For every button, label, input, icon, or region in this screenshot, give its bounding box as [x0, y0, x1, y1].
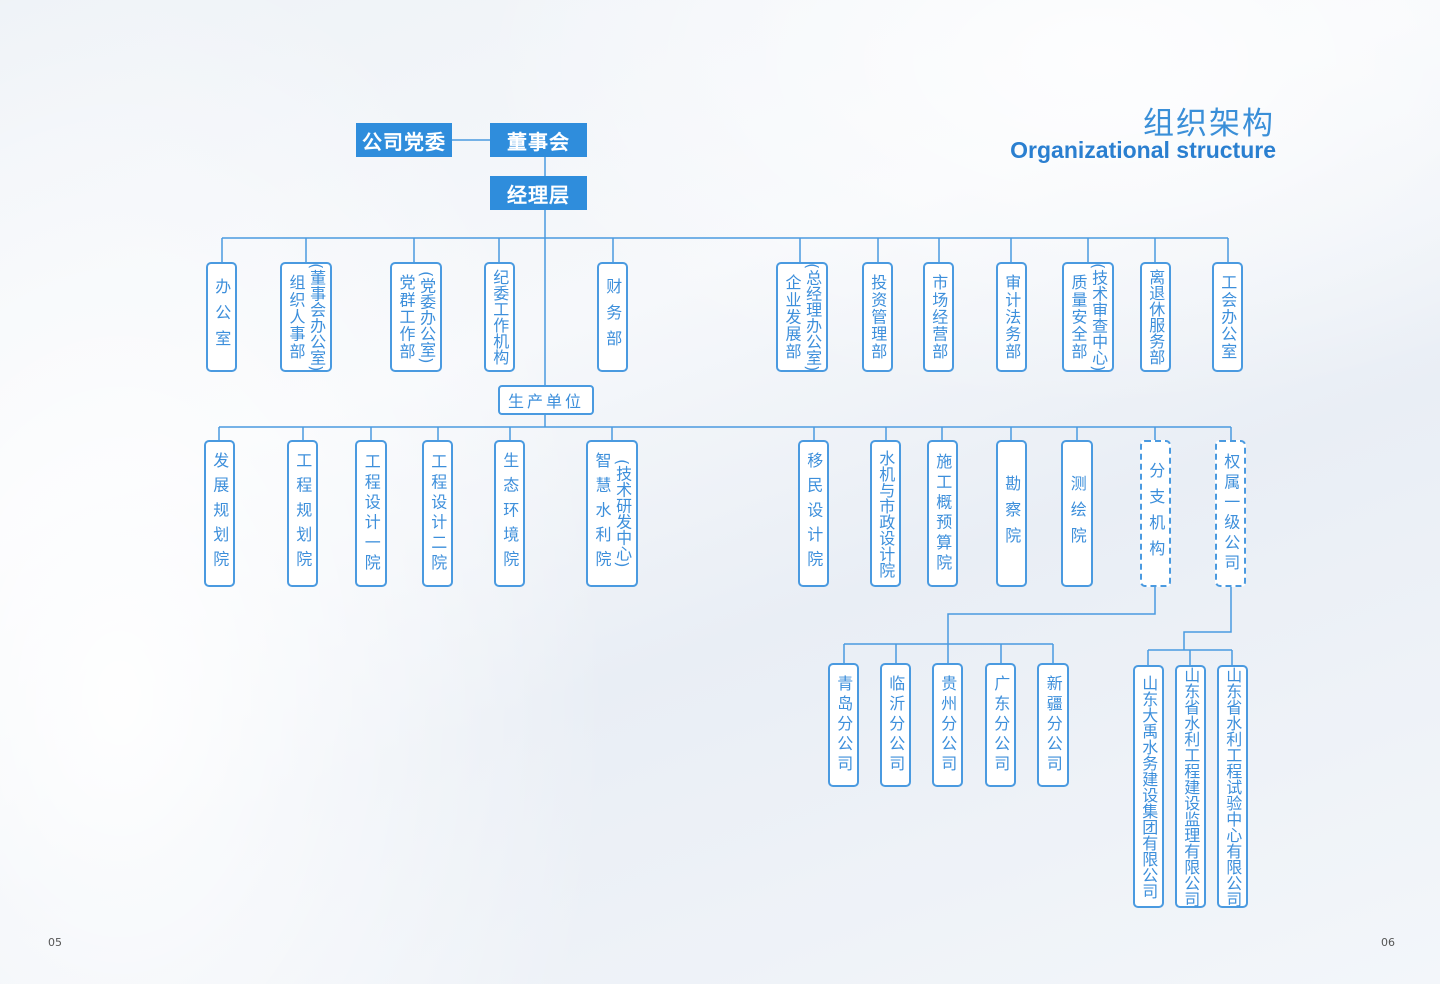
branch-name: 贵州分公司: [938, 675, 958, 775]
department-note: (总经理办公室): [803, 262, 823, 372]
department-box: 工会办公室: [1212, 262, 1243, 372]
subsidiary-box: 山东大禹水务建设集团有限公司: [1133, 665, 1164, 908]
party-committee-box: 公司党委: [356, 123, 452, 157]
subsidiary-name: 山东大禹水务建设集团有限公司: [1139, 674, 1159, 899]
department-name: 办公室: [212, 278, 232, 356]
unit-name: 测绘院: [1067, 474, 1087, 553]
management-box: 经理层: [490, 176, 587, 210]
unit-name: 工程规划院: [293, 452, 313, 575]
department-box: 组织人事部(董事会办公室): [280, 262, 332, 372]
department-box: 党群工作部(党委办公室): [390, 262, 442, 372]
subsidiary-name: 山东省水利工程建设监理有限公司: [1181, 666, 1201, 907]
page-subtitle: Organizational structure: [1010, 137, 1276, 163]
branch-box: 青岛分公司: [828, 663, 859, 787]
unit-box: 权属一级公司: [1215, 440, 1246, 587]
unit-box: 发展规划院: [204, 440, 235, 587]
unit-note: (技术研发中心): [613, 459, 633, 568]
unit-box: 施工概预算院: [927, 440, 958, 587]
unit-name: 智慧水利院: [592, 452, 612, 575]
department-name: 质量安全部: [1068, 274, 1088, 360]
unit-box: 生态环境院: [494, 440, 525, 587]
unit-name: 发展规划院: [210, 452, 230, 575]
department-name: 党群工作部: [396, 274, 416, 360]
unit-box: 智慧水利院(技术研发中心): [586, 440, 638, 587]
department-name: 组织人事部: [286, 274, 306, 360]
department-box: 质量安全部(技术审查中心): [1062, 262, 1114, 372]
subsidiary-box: 山东省水利工程试验中心有限公司: [1217, 665, 1248, 908]
branch-name: 青岛分公司: [834, 675, 854, 775]
unit-name: 生态环境院: [500, 452, 520, 575]
department-box: 离退休服务部: [1140, 262, 1171, 372]
department-box: 投资管理部: [862, 262, 893, 372]
production-units-box: 生产单位: [498, 385, 594, 415]
department-note: (党委办公室): [417, 270, 437, 364]
unit-name: 工程设计一院: [361, 452, 381, 575]
unit-box: 工程设计二院: [422, 440, 453, 587]
unit-name: 分支机构: [1146, 461, 1166, 566]
department-name: 工会办公室: [1218, 274, 1238, 360]
unit-box: 勘察院: [996, 440, 1027, 587]
branch-box: 新疆分公司: [1037, 663, 1069, 787]
unit-name: 工程设计二院: [428, 452, 448, 575]
department-box: 财务部: [597, 262, 628, 372]
page-number-left: 05: [48, 936, 62, 949]
page-title: 组织架构: [1143, 106, 1275, 142]
branch-box: 广东分公司: [985, 663, 1016, 787]
subsidiary-box: 山东省水利工程建设监理有限公司: [1175, 665, 1206, 908]
branch-box: 贵州分公司: [932, 663, 963, 787]
department-name: 市场经营部: [929, 274, 949, 360]
department-note: (董事会办公室): [307, 262, 327, 372]
department-name: 纪委工作机构: [490, 269, 510, 365]
unit-box: 工程规划院: [287, 440, 318, 587]
department-name: 企业发展部: [782, 274, 802, 360]
branch-name: 新疆分公司: [1043, 675, 1063, 775]
department-box: 市场经营部: [923, 262, 954, 372]
branch-name: 广东分公司: [991, 675, 1011, 775]
unit-name: 勘察院: [1002, 474, 1022, 553]
unit-box: 水机与市政设计院: [870, 440, 901, 587]
board-box: 董事会: [490, 123, 587, 157]
subsidiary-name: 山东省水利工程试验中心有限公司: [1223, 666, 1243, 907]
department-name: 审计法务部: [1002, 274, 1022, 360]
unit-name: 移民设计院: [804, 452, 824, 575]
unit-box: 工程设计一院: [355, 440, 387, 587]
branch-box: 临沂分公司: [880, 663, 911, 787]
unit-name: 施工概预算院: [933, 452, 953, 575]
department-box: 办公室: [206, 262, 237, 372]
department-box: 企业发展部(总经理办公室): [776, 262, 828, 372]
department-name: 离退休服务部: [1146, 269, 1166, 365]
department-name: 投资管理部: [868, 274, 888, 360]
department-name: 财务部: [603, 278, 623, 356]
department-note: (技术审查中心): [1089, 262, 1109, 372]
department-box: 纪委工作机构: [484, 262, 515, 372]
unit-name: 水机与市政设计院: [876, 449, 896, 578]
unit-name: 权属一级公司: [1221, 452, 1241, 575]
unit-box: 测绘院: [1061, 440, 1093, 587]
unit-box: 分支机构: [1140, 440, 1171, 587]
page-number-right: 06: [1381, 936, 1395, 949]
department-box: 审计法务部: [996, 262, 1027, 372]
unit-box: 移民设计院: [798, 440, 829, 587]
branch-name: 临沂分公司: [886, 675, 906, 775]
